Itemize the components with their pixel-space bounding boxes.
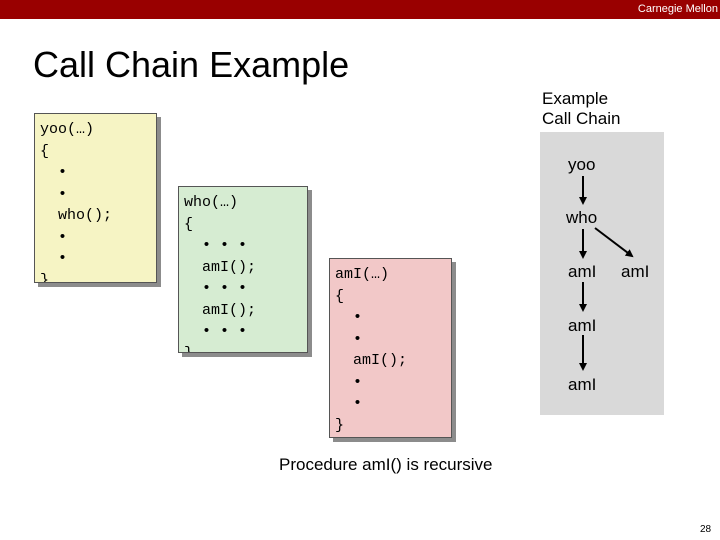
chain-node-ami-3: amI: [568, 316, 597, 335]
code-box-who: who(…) { • • • amI(); • • • amI(); • • •…: [178, 186, 308, 353]
code-line: who();: [40, 207, 113, 224]
code-line: •: [335, 395, 363, 412]
org-name: Carnegie Mellon: [637, 3, 718, 15]
code-line: •: [335, 373, 363, 391]
chain-title-line2: Call Chain: [542, 109, 621, 128]
code-line: • • •: [184, 237, 248, 254]
code-line: who(…): [184, 194, 239, 211]
code-line: amI();: [184, 258, 257, 276]
call-chain-edges: [579, 176, 634, 371]
code-line: }: [40, 271, 50, 283]
code-line: amI();: [335, 352, 408, 369]
edge-who-ami-2: [594, 227, 634, 258]
code-line: •: [40, 185, 68, 203]
code-line: {: [335, 287, 345, 305]
code-line: • • •: [184, 280, 248, 297]
code-line: {: [40, 142, 50, 160]
code-line: amI();: [184, 301, 257, 319]
code-line: •: [40, 164, 68, 181]
code-box-yoo: yoo(…) { • • who(); • • }: [34, 113, 157, 283]
code-line: amI(…): [335, 266, 390, 283]
chain-node-ami-4: amI: [568, 375, 597, 394]
chain-node-ami-2: amI: [621, 262, 650, 281]
code-line: }: [335, 416, 345, 434]
code-line: •: [335, 330, 363, 348]
header-bar: Carnegie Mellon: [0, 0, 720, 19]
chain-title: Example Call Chain: [542, 89, 620, 129]
call-chain-panel: [540, 132, 664, 415]
code-line: •: [40, 250, 68, 267]
chain-title-line1: Example: [542, 89, 609, 108]
code-box-ami: amI(…) { • • amI(); • • }: [329, 258, 452, 438]
code-line: •: [335, 309, 363, 326]
code-line: •: [40, 228, 68, 246]
slide-title: Call Chain Example: [33, 44, 350, 85]
page-number: 28: [700, 524, 712, 535]
code-line: yoo(…): [40, 121, 95, 138]
slide-caption: Procedure amI() is recursive: [279, 455, 493, 474]
code-line: • • •: [184, 323, 248, 340]
chain-node-yoo: yoo: [568, 155, 596, 174]
code-line: }: [184, 344, 194, 353]
code-line: {: [184, 215, 194, 233]
chain-node-ami-1: amI: [568, 262, 597, 281]
chain-node-who: who: [566, 208, 598, 227]
